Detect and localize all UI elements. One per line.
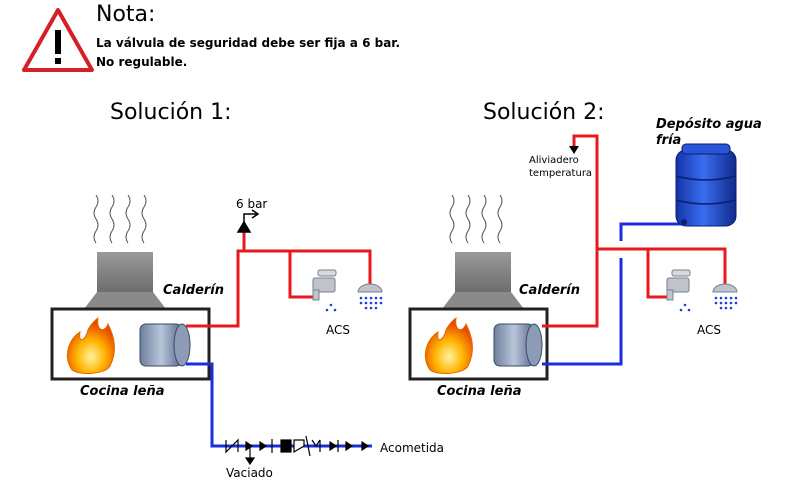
cold-pipes-1 (186, 362, 372, 448)
relief-arrow-icon (569, 146, 579, 154)
water-tank-icon (675, 143, 737, 227)
aliviadero-label-1: Aliviadero (529, 155, 579, 166)
smoke-lines-2 (449, 194, 503, 244)
faucet-icon-1 (312, 269, 337, 301)
cocina-label-2: Cocina leña (437, 384, 522, 399)
cocina-label-1: Cocina leña (80, 384, 165, 399)
acs-label-2: ACS (697, 323, 721, 337)
vaciado-label: Vaciado (226, 466, 273, 480)
solution-2-title: Solución 2: (483, 100, 605, 125)
cold-line-fittings (225, 435, 370, 466)
smoke-lines-1 (93, 194, 147, 244)
pressure-label: 6 bar (236, 197, 268, 211)
note-line-2: No regulable. (96, 55, 188, 69)
acs-label-1: ACS (326, 323, 350, 337)
fire-icon-1 (67, 316, 115, 374)
warning-icon (22, 8, 94, 72)
note-title: Nota: (96, 2, 156, 27)
acometida-label: Acometida (380, 441, 445, 455)
note-line-1: La válvula de seguridad debe ser fija a … (96, 36, 401, 50)
drops-icon-2 (679, 303, 691, 312)
safety-valve-icon-1 (236, 209, 260, 233)
solution-1-title: Solución 1: (110, 100, 232, 125)
calderin-label-1: Calderín (163, 283, 225, 298)
hot-pipes-1 (186, 225, 372, 328)
boiler-drum-2 (493, 323, 543, 367)
shower-icon-2 (712, 283, 738, 310)
faucet-icon-2 (666, 269, 691, 301)
cold-pipes-2 (542, 222, 686, 366)
aliviadero-label-2: temperatura (529, 168, 593, 179)
boiler-drum-1 (139, 323, 191, 367)
deposito-label-2: fría (656, 133, 682, 148)
chimney-1 (84, 252, 166, 309)
deposito-label-1: Depósito agua (656, 117, 762, 132)
chimney-2 (442, 252, 524, 309)
calderin-label-2: Calderín (519, 283, 581, 298)
fire-icon-2 (425, 316, 473, 374)
shower-icon-1 (357, 283, 383, 310)
drops-icon-1 (325, 303, 337, 312)
hot-pipes-2 (542, 134, 727, 328)
